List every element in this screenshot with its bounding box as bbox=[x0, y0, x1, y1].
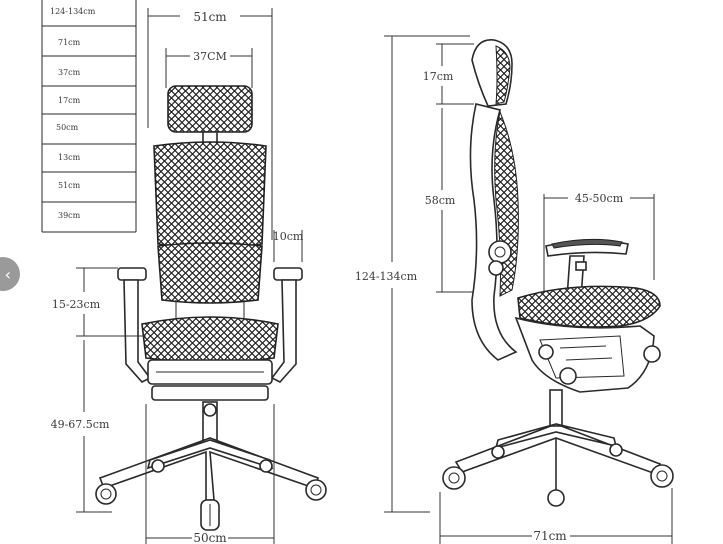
caster-back-left bbox=[151, 459, 165, 473]
spec-row: 37cm bbox=[58, 68, 81, 77]
lumbar-support bbox=[157, 242, 263, 304]
right-armrest-pad bbox=[273, 267, 303, 281]
side-caster-back-right bbox=[609, 443, 623, 457]
recline-knob bbox=[538, 344, 554, 360]
spec-row: 124-134cm bbox=[50, 7, 96, 16]
star-base bbox=[98, 437, 320, 501]
spec-table: 124-134cm 71cm 37cm 17cm 50cm 13cm 51cm … bbox=[41, 0, 137, 233]
side-armrest-top bbox=[551, 238, 623, 249]
base-depth-label: 71cm bbox=[533, 529, 567, 543]
spec-row: 51cm bbox=[58, 181, 81, 190]
seat-height-label: 49-67.5cm bbox=[51, 418, 110, 431]
seat-cushion bbox=[141, 316, 279, 363]
caster-back-right bbox=[259, 459, 273, 473]
spec-row: 50cm bbox=[56, 123, 79, 132]
side-star-base bbox=[454, 423, 662, 476]
seat-depth-label: 45-50cm bbox=[575, 192, 624, 205]
side-seat-frame bbox=[514, 316, 655, 393]
left-armrest-pad bbox=[117, 267, 147, 281]
seat-width-label: 51cm bbox=[193, 10, 227, 24]
base-width-label: 50cm bbox=[193, 531, 227, 544]
spec-row: 71cm bbox=[58, 38, 81, 47]
headrest-width-label: 37CM bbox=[193, 50, 227, 63]
headrest-height-label: 17cm bbox=[423, 70, 454, 83]
lumbar-knob-lower bbox=[488, 260, 504, 276]
lumbar-knob bbox=[488, 240, 512, 264]
spec-row: 13cm bbox=[58, 153, 81, 162]
armrest-height-label: 15-23cm bbox=[52, 298, 101, 311]
side-caster-front bbox=[547, 489, 565, 507]
armrest-width-label: 10cm bbox=[273, 230, 304, 243]
chevron-left-icon: ‹ bbox=[4, 264, 11, 284]
side-backrest-frame bbox=[469, 103, 518, 361]
side-caster-right bbox=[650, 464, 674, 488]
total-height-label: 124-134cm bbox=[355, 270, 418, 283]
right-armrest-post bbox=[270, 279, 297, 383]
caster-right bbox=[305, 479, 327, 501]
side-view: 124-134cm 17cm 58cm 45-50cm bbox=[355, 35, 674, 544]
spec-row: 17cm bbox=[58, 96, 81, 105]
side-seat-cushion bbox=[517, 285, 661, 328]
side-armrest-button bbox=[575, 261, 587, 271]
front-view: 51cm 37CM 10cm bbox=[51, 8, 327, 544]
backrest-upper bbox=[153, 141, 267, 248]
gas-lift-cap bbox=[203, 403, 217, 417]
side-headrest-mesh bbox=[495, 45, 511, 105]
side-caster-left bbox=[442, 466, 466, 490]
seat-mechanism bbox=[151, 385, 269, 401]
pivot-knob bbox=[559, 367, 577, 385]
side-caster-back-left bbox=[491, 445, 505, 459]
backrest-height-label: 58cm bbox=[425, 194, 456, 207]
side-mechanism bbox=[539, 335, 625, 379]
tilt-knob bbox=[643, 345, 661, 363]
headrest bbox=[167, 85, 253, 133]
caster-left bbox=[95, 483, 117, 505]
back-button[interactable]: ‹ bbox=[0, 257, 20, 291]
spec-row: 39cm bbox=[58, 211, 81, 220]
side-gas-lift bbox=[549, 389, 563, 427]
